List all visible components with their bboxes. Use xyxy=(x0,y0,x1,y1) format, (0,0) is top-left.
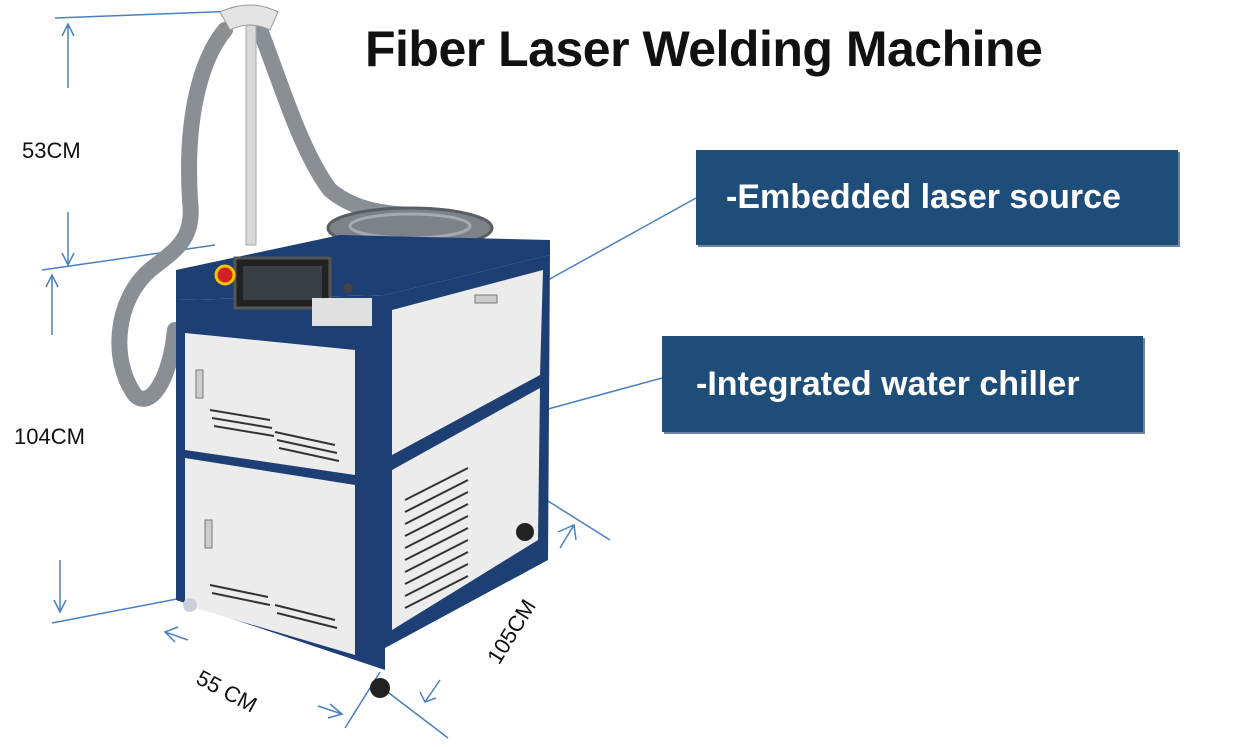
spec-label xyxy=(312,298,372,326)
machine-body xyxy=(176,235,550,698)
laser-source-callout: -Embedded laser source xyxy=(696,150,1178,245)
water-chiller-callout: -Integrated water chiller xyxy=(662,336,1143,432)
caster-wheel-icon xyxy=(183,598,197,612)
key-switch-icon xyxy=(343,283,353,293)
caster-wheel-icon xyxy=(516,523,534,541)
dimension-lines xyxy=(41,9,611,739)
hanger-icon xyxy=(219,4,279,31)
support-pole xyxy=(245,19,257,246)
page-title: Fiber Laser Welding Machine xyxy=(365,21,1043,77)
door-handle xyxy=(204,519,213,549)
body-height-label: 104CM xyxy=(14,424,85,449)
caster-wheel-icon xyxy=(370,678,390,698)
top-height-label: 53CM xyxy=(22,138,81,163)
door-handle xyxy=(195,369,204,399)
emergency-stop-icon xyxy=(214,264,236,286)
vent-grille xyxy=(209,409,469,629)
